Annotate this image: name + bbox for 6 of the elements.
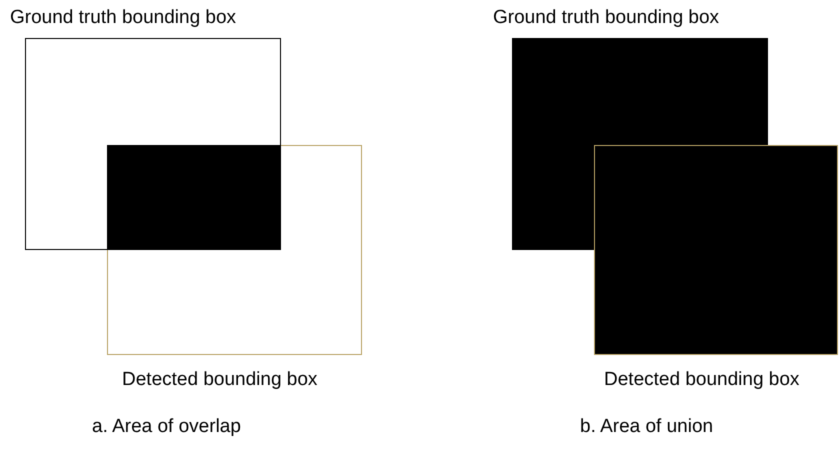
panel-caption: a. Area of overlap bbox=[92, 416, 241, 438]
box-label: Detected bounding box bbox=[122, 369, 318, 391]
box-label: Detected bounding box bbox=[604, 369, 800, 391]
box-label: Ground truth bounding box bbox=[493, 7, 720, 29]
panel-caption: b. Area of union bbox=[580, 416, 714, 438]
box-label: Ground truth bounding box bbox=[10, 7, 236, 29]
